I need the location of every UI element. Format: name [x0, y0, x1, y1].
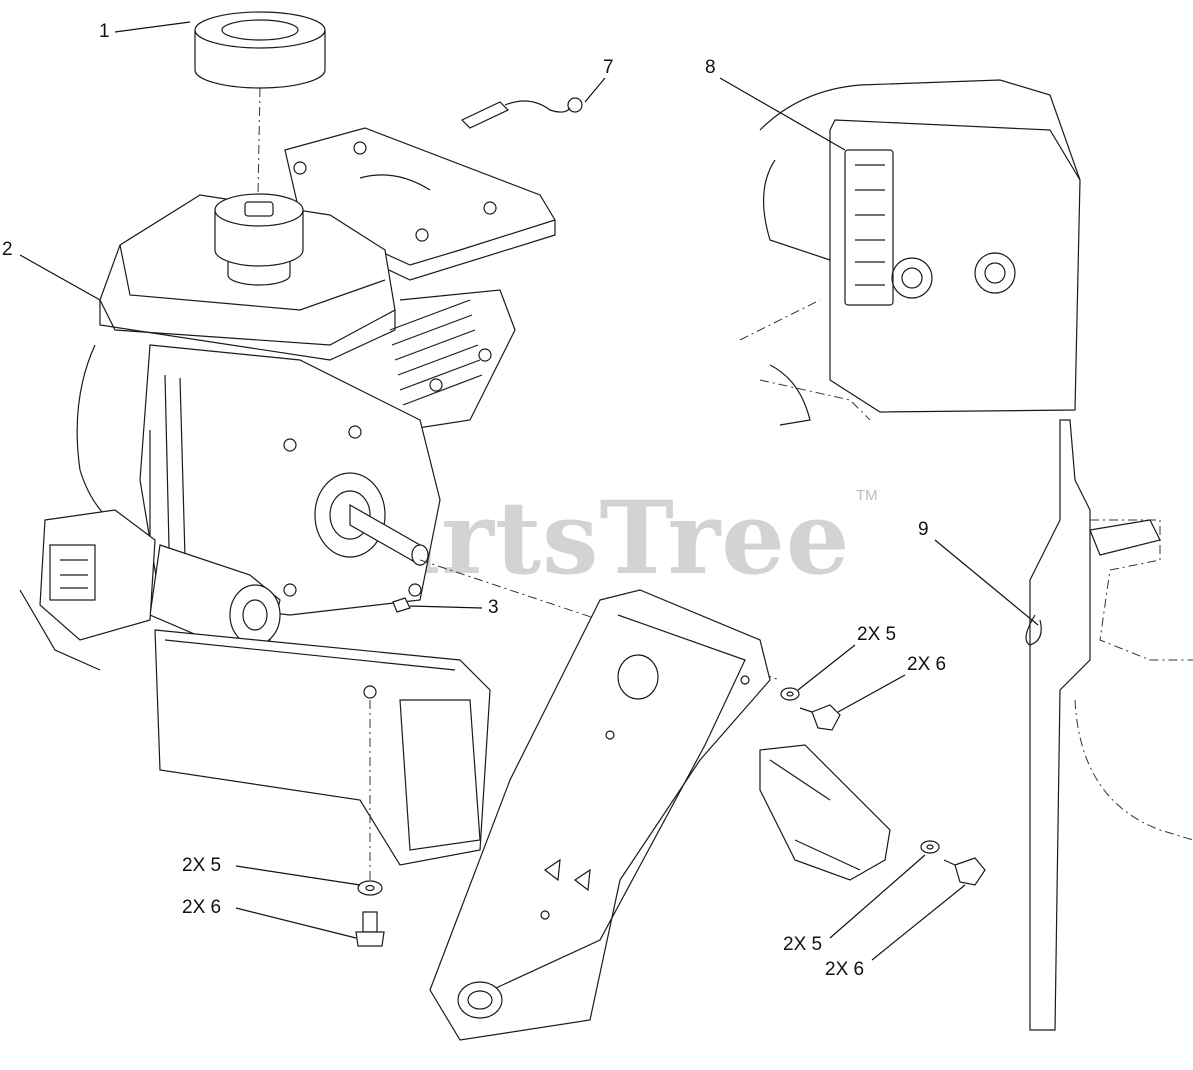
frame-plate[interactable]: [429, 589, 771, 1041]
callout-2x6-upper-right[interactable]: 2X 6: [907, 654, 947, 675]
callout-2[interactable]: 2: [2, 239, 13, 260]
leader-2x5-lower: [829, 854, 926, 939]
callout-2x6-lower-right[interactable]: 2X 6: [825, 959, 865, 980]
callout-8[interactable]: 8: [705, 57, 716, 78]
callout-2x6-left[interactable]: 2X 6: [182, 897, 222, 918]
callout-3[interactable]: 3: [488, 597, 499, 618]
callout-2x5-lower-right[interactable]: 2X 5: [783, 934, 823, 955]
part-9-cable-tie[interactable]: [1025, 614, 1042, 646]
callout-7[interactable]: 7: [603, 57, 614, 78]
leader-7: [584, 77, 606, 103]
washer-5-upper-right[interactable]: [780, 687, 800, 701]
leader-2: [19, 254, 101, 301]
part-7-wire-harness[interactable]: [460, 97, 583, 129]
bolt-6-lower-right[interactable]: [943, 857, 986, 886]
part-3-key[interactable]: [392, 597, 411, 613]
callout-9[interactable]: 9: [918, 519, 929, 540]
bolt-6-left[interactable]: [355, 911, 385, 947]
part-1-foam-ring[interactable]: [194, 11, 326, 89]
bolt-6-upper-right[interactable]: [799, 704, 841, 731]
callout-2x5-upper-right[interactable]: 2X 5: [857, 624, 897, 645]
leader-2x5-left: [235, 865, 361, 886]
leader-8: [719, 77, 846, 151]
mounting-bracket[interactable]: [759, 744, 891, 881]
callout-1[interactable]: 1: [99, 21, 110, 42]
leader-2x5-upper: [797, 644, 856, 691]
leader-1: [114, 21, 191, 33]
leader-2x6-lower: [871, 884, 966, 961]
callout-2x5-left[interactable]: 2X 5: [182, 855, 222, 876]
trademark-mark: TM: [856, 487, 878, 504]
leader-2x6-left: [235, 907, 357, 939]
leader-2x6-upper: [837, 674, 906, 713]
right-side-frame: [1029, 419, 1193, 1031]
part-8-shroud-decal[interactable]: [739, 79, 1081, 426]
leader-3: [409, 605, 483, 609]
part-2-engine[interactable]: [19, 127, 556, 866]
leader-9: [934, 539, 1039, 626]
washer-5-left[interactable]: [357, 880, 383, 896]
washer-5-lower-right[interactable]: [920, 840, 940, 854]
